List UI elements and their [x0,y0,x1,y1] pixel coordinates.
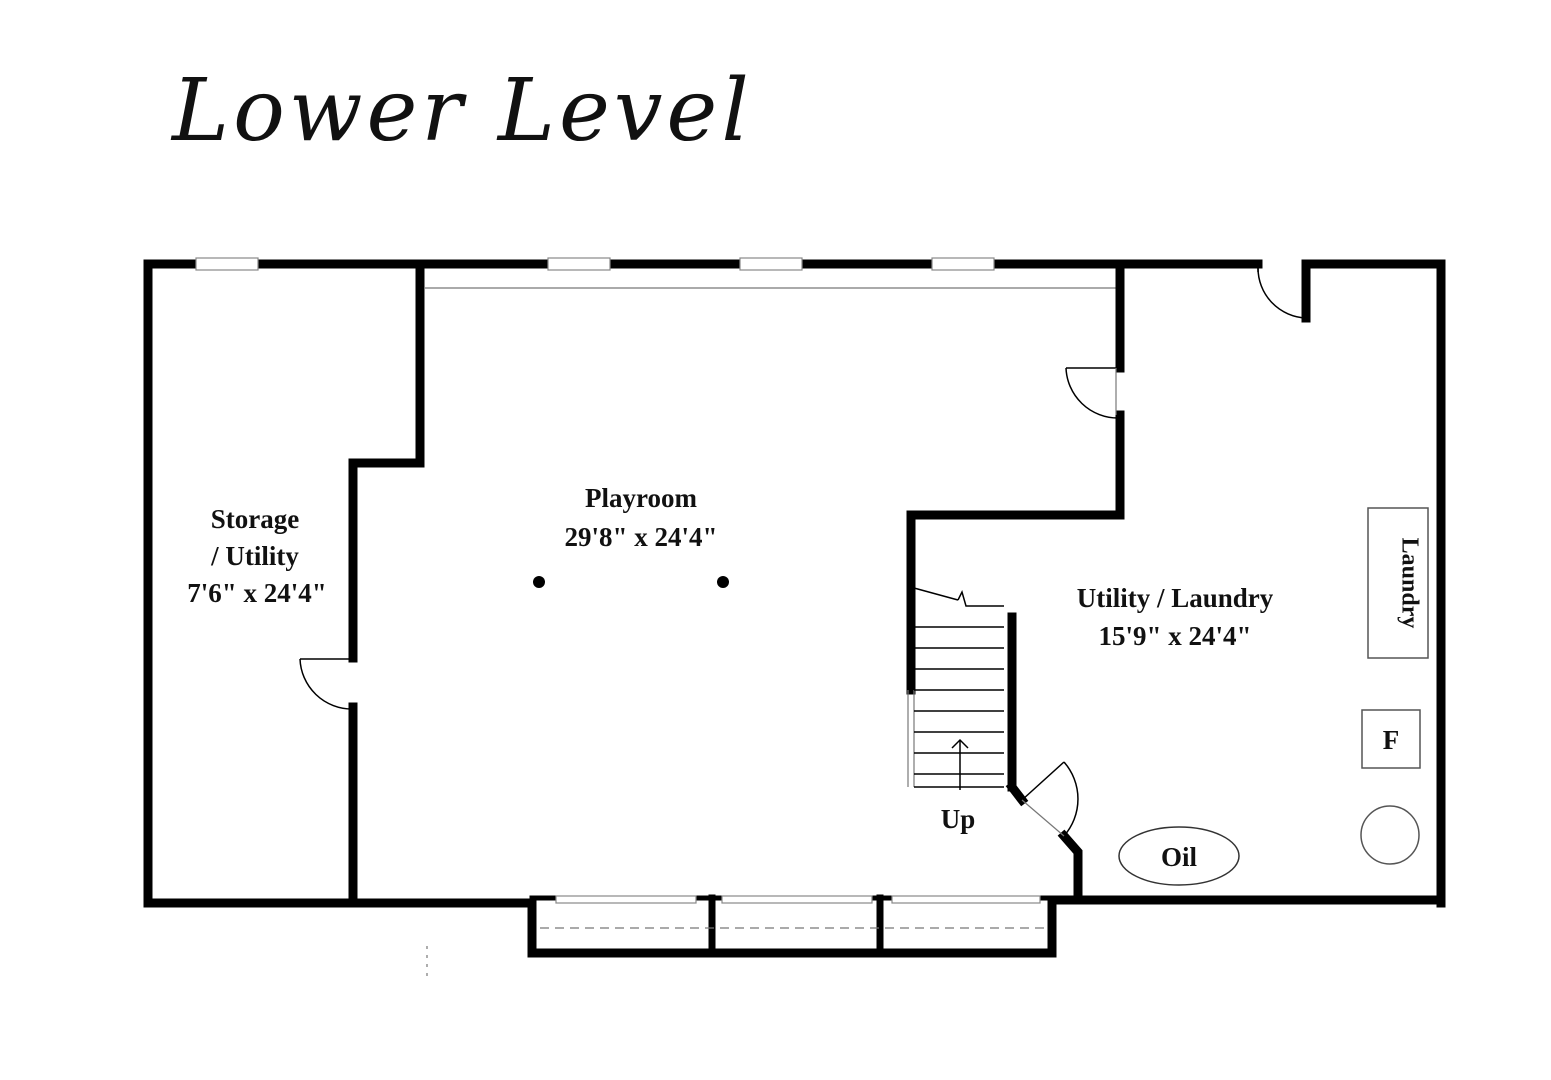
exterior-door [1257,259,1311,323]
support-post [717,576,729,588]
storage-name-line1: Storage [211,504,299,534]
floor-title: Lower Level [170,61,753,161]
utility-laundry-dimensions: 15'9" x 24'4" [1099,621,1252,651]
stair-door [1021,761,1083,900]
window [547,257,611,271]
storage-wall [348,264,425,900]
utility-laundry-name: Utility / Laundry [1077,583,1274,613]
furnace: F [1361,709,1421,769]
playroom-dimensions: 29'8" x 24'4" [565,522,718,552]
oil-label: Oil [1161,842,1198,872]
playroom-name: Playroom [585,483,697,513]
staircase [907,587,1029,807]
utility-door [1065,367,1119,419]
laundry-label: Laundry [1396,538,1422,629]
bay-windows [527,894,1057,958]
laundry-unit: Laundry [1367,507,1429,659]
storage-door [299,658,353,710]
outer-walls [143,259,1446,908]
water-heater-icon [1360,805,1420,865]
stairs-up-label: Up [941,804,976,834]
storage-dimensions: 7'6" x 24'4" [187,578,326,608]
utility-wall [906,264,1125,695]
oil-tank: Oil [1118,826,1240,886]
top-windows [195,257,995,271]
window [195,257,259,271]
furnace-label: F [1383,725,1400,755]
storage-name-line2: / Utility [210,541,299,571]
window [931,257,995,271]
support-post [533,576,545,588]
window [739,257,803,271]
